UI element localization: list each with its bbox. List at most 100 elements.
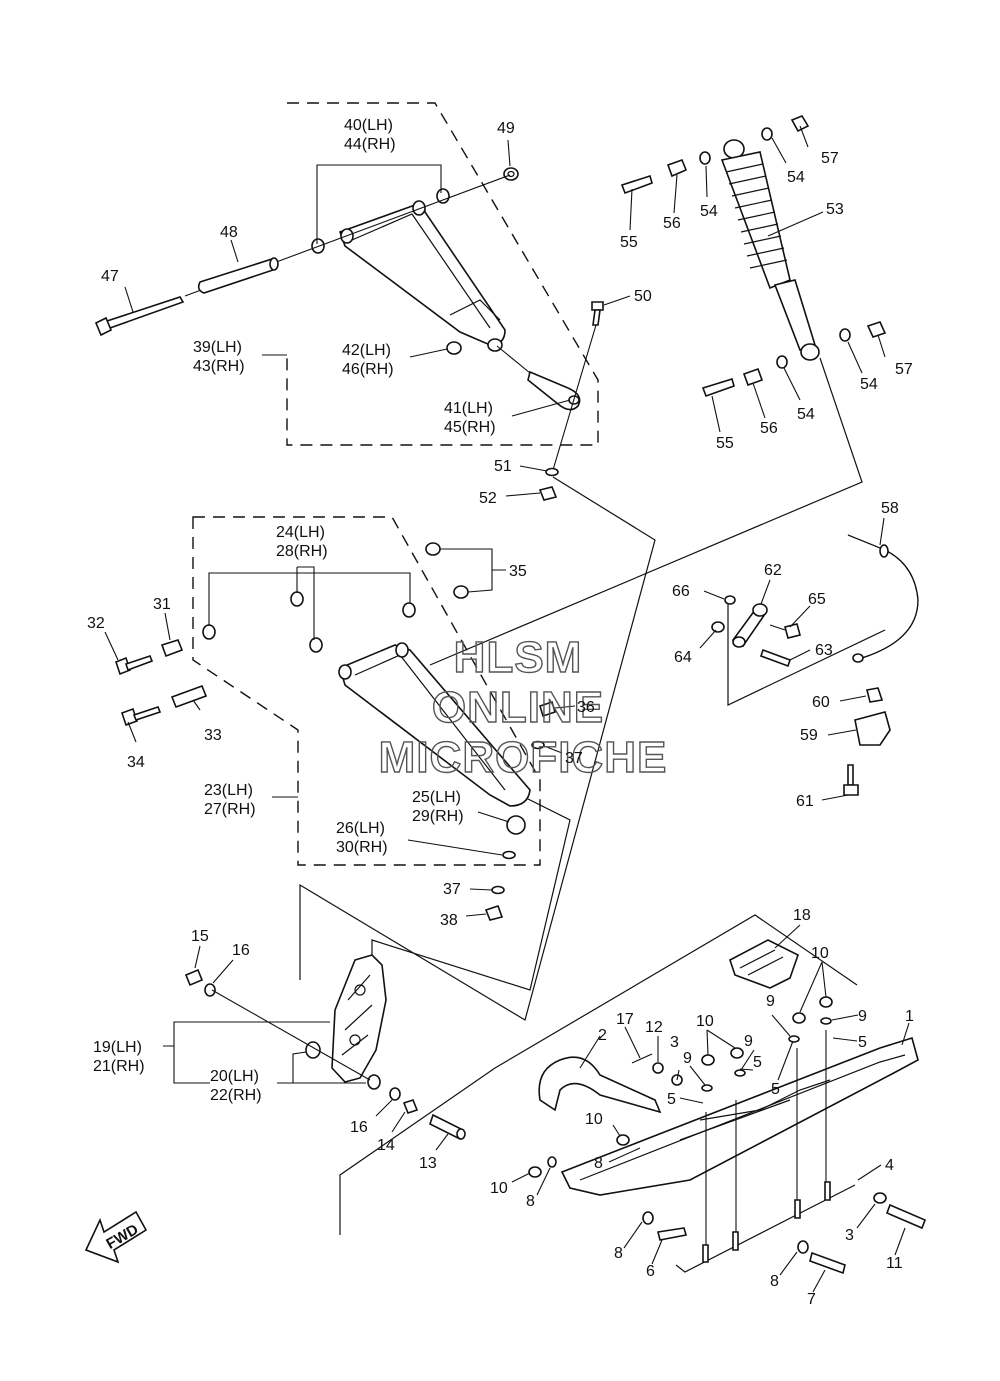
callout-45: 45(RH) — [444, 419, 496, 436]
callout-8b: 8 — [526, 1193, 535, 1210]
callout-54c: 54 — [860, 376, 878, 393]
callout-20: 20(LH) — [210, 1068, 259, 1085]
callout-10c: 10 — [585, 1111, 603, 1128]
link-62 — [731, 603, 768, 648]
watermark: HLSM ONLINE MICROFICHE — [378, 632, 667, 782]
callout-60: 60 — [812, 694, 830, 711]
callout-47: 47 — [101, 268, 119, 285]
callout-54b: 54 — [700, 203, 718, 220]
washer-51 — [545, 467, 559, 477]
callout-18: 18 — [793, 907, 811, 924]
callout-25: 25(LH) — [412, 789, 461, 806]
callout-55a: 55 — [620, 234, 638, 251]
nut-49 — [503, 167, 519, 181]
callout-16a: 16 — [232, 942, 250, 959]
collar-31 — [160, 639, 184, 658]
fwd-arrow-icon: FWD — [84, 1210, 148, 1264]
callout-5c: 5 — [771, 1081, 780, 1098]
bolt-34 — [120, 706, 162, 727]
callout-31: 31 — [153, 596, 171, 613]
callout-53: 53 — [826, 201, 844, 218]
callout-8c: 8 — [614, 1245, 623, 1262]
watermark-line-2: ONLINE — [432, 683, 604, 732]
shock-absorber-53 — [720, 139, 820, 361]
upper-a-arm — [338, 200, 506, 352]
bolt-32 — [115, 655, 154, 676]
lower-arm-bushings-24-28 — [202, 591, 416, 653]
shock-hardware-bottom — [701, 321, 887, 398]
bolt-65 — [769, 623, 801, 639]
lower-arm-group-outline — [192, 516, 541, 866]
callout-33: 33 — [204, 727, 222, 744]
callout-8d: 8 — [770, 1273, 779, 1290]
callout-50: 50 — [634, 288, 652, 305]
callout-32: 32 — [87, 615, 105, 632]
callout-58: 58 — [881, 500, 899, 517]
callout-37a: 37 — [565, 750, 583, 767]
collar-33 — [170, 684, 208, 709]
callout-29: 29(RH) — [412, 808, 464, 825]
washer-16b — [389, 1087, 401, 1101]
callout-36: 36 — [577, 699, 595, 716]
callout-54d: 54 — [797, 406, 815, 423]
leader-lines — [104, 125, 910, 1293]
callout-26: 26(LH) — [336, 820, 385, 837]
callout-10a: 10 — [811, 945, 829, 962]
callout-16b: 16 — [350, 1119, 368, 1136]
callout-55b: 55 — [716, 435, 734, 452]
upper-arm-group-outline — [286, 102, 599, 446]
callout-8a: 8 — [594, 1155, 603, 1172]
ball-joint-41-45 — [496, 345, 581, 411]
callout-14: 14 — [377, 1137, 395, 1154]
ski-saddle-18 — [729, 939, 799, 989]
collar-14 — [402, 1099, 419, 1114]
callout-17: 17 — [616, 1011, 634, 1028]
callout-5d: 5 — [667, 1091, 676, 1108]
callout-9c: 9 — [744, 1033, 753, 1050]
callout-5a: 5 — [858, 1034, 867, 1051]
reference-line-shock — [429, 357, 863, 666]
lower-ball-joint-25-29 — [484, 815, 526, 921]
callout-24: 24(LH) — [276, 524, 325, 541]
bushing-lower — [367, 1074, 381, 1090]
bolt-7 — [809, 1251, 846, 1275]
callout-46: 46(RH) — [342, 361, 394, 378]
callout-2: 2 — [598, 1027, 607, 1044]
bolt-6 — [657, 1227, 688, 1241]
callout-48: 48 — [220, 224, 238, 241]
callout-3a: 3 — [670, 1034, 679, 1051]
callout-40: 40(LH) — [344, 117, 393, 134]
callout-52: 52 — [479, 490, 497, 507]
reference-line-ski — [339, 914, 858, 1235]
bolt-47 — [94, 296, 185, 337]
callout-61: 61 — [796, 793, 814, 810]
callout-49: 49 — [497, 120, 515, 137]
cable-58 — [847, 534, 919, 663]
callout-59: 59 — [800, 727, 818, 744]
callout-63: 63 — [815, 642, 833, 659]
callout-9a: 9 — [766, 993, 775, 1010]
callout-10d: 10 — [490, 1180, 508, 1197]
callout-57b: 57 — [895, 361, 913, 378]
callout-43: 43(RH) — [193, 358, 245, 375]
callout-4: 4 — [885, 1157, 894, 1174]
bracket-59 — [854, 711, 891, 746]
shaft-13 — [429, 1113, 466, 1141]
callout-5b: 5 — [753, 1054, 762, 1071]
callout-13: 13 — [419, 1155, 437, 1172]
lower-a-arm — [338, 642, 531, 807]
callout-27: 27(RH) — [204, 801, 256, 818]
callout-12: 12 — [645, 1019, 663, 1036]
ski-1 — [560, 1036, 919, 1196]
callout-3b: 3 — [845, 1227, 854, 1244]
callout-56a: 56 — [663, 215, 681, 232]
callout-35: 35 — [509, 563, 527, 580]
callout-54a: 54 — [787, 169, 805, 186]
callout-30: 30(RH) — [336, 839, 388, 856]
washer-16a — [204, 983, 216, 997]
bolt-61 — [843, 764, 859, 796]
callout-39: 39(LH) — [193, 339, 242, 356]
steering-knuckle-19-21 — [331, 954, 387, 1083]
ski-handle-2 — [538, 1056, 662, 1114]
callout-10b: 10 — [696, 1013, 714, 1030]
